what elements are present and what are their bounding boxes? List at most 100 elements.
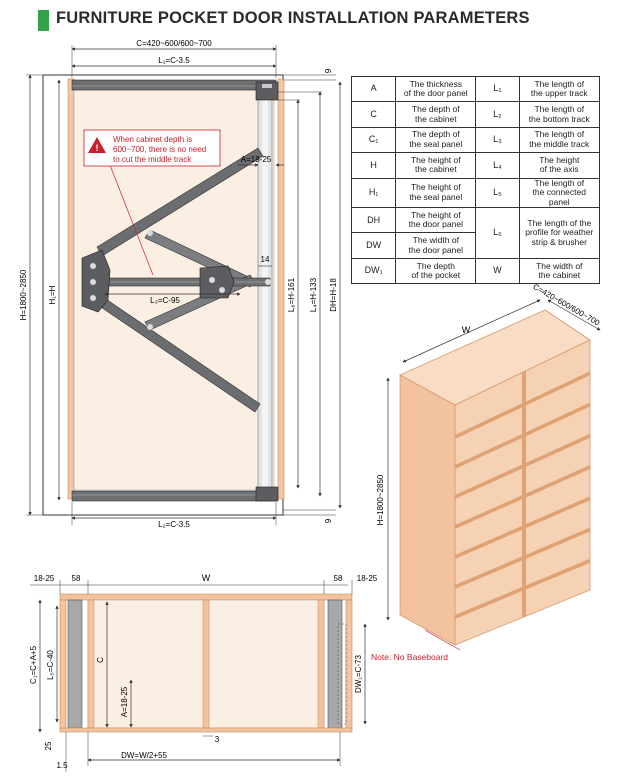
- cabinet-dim-c: C=420~600/600~700: [531, 282, 601, 328]
- dim-14: 14: [261, 255, 270, 264]
- param-text-line: The width of: [412, 235, 459, 246]
- left-door-leaf: [87, 599, 95, 729]
- dim-l1: L₁=C-3.5: [158, 56, 190, 65]
- right-door-leaf: [317, 599, 325, 729]
- param-symbol: C₁: [350, 126, 397, 154]
- param-text-line: of the axis: [539, 164, 579, 175]
- param-symbol: L₄: [475, 152, 520, 179]
- param-text-line: the cabinet: [415, 164, 457, 175]
- top-right-connector: [255, 81, 279, 101]
- top-view-bottom-board: [59, 727, 353, 733]
- param-symbol: H: [350, 152, 397, 179]
- top-dim-dw: DW=W/2+55: [121, 751, 167, 760]
- bottom-right-connector: [255, 486, 279, 502]
- param-text-line: of the pocket: [411, 270, 461, 281]
- dim-9-top: 9: [324, 68, 333, 73]
- param-text-line: The height: [539, 154, 580, 165]
- param-text-line: The thickness: [409, 78, 463, 89]
- param-symbol: H₁: [350, 177, 397, 209]
- param-symbol: L₅: [475, 177, 520, 209]
- cabinet-dim-w: W: [462, 325, 471, 335]
- top-view-right-panel: [345, 599, 353, 731]
- param-text-line: the bottom track: [528, 113, 590, 124]
- top-dim-l5: L₅=C-40: [46, 650, 55, 680]
- cabinet-shelf: [455, 527, 590, 589]
- warning-icon: [88, 137, 106, 153]
- param-symbol: C: [350, 101, 397, 128]
- page-title: FURNITURE POCKET DOOR INSTALLATION PARAM…: [56, 9, 530, 27]
- param-symbol: DW: [350, 232, 397, 259]
- front-door-panel: [73, 89, 275, 491]
- dim-h: H=1800~2850: [19, 269, 28, 320]
- top-view-interior: [87, 599, 325, 729]
- dim-l6: L₆=H-161: [287, 277, 296, 312]
- top-dim-right-58: 58: [334, 574, 343, 583]
- param-symbol: A: [350, 75, 397, 103]
- middle-track: [89, 277, 271, 287]
- vertical-profile: [257, 95, 273, 492]
- front-cabinet-outline: [42, 74, 284, 516]
- dim-l4: L₄=H-133: [309, 277, 318, 312]
- cabinet-shelves: [455, 370, 590, 619]
- front-side-panel-left: [67, 78, 75, 500]
- dim-h1: H₁=H: [48, 285, 57, 304]
- cabinet-shelf: [455, 558, 590, 619]
- param-symbol: L₆: [475, 207, 520, 259]
- param-text-line: the door panel: [408, 219, 463, 230]
- param-symbol: L₂: [475, 101, 520, 128]
- dim-l2: L₂=C-3.5: [158, 520, 190, 529]
- param-text-line: The width of: [536, 260, 583, 271]
- cabinet-shelf: [455, 402, 590, 469]
- cabinet-left-side: [399, 374, 456, 646]
- param-text-line: the seal panel: [409, 138, 463, 149]
- cabinet-note: Note: No Baseboard: [371, 652, 448, 662]
- param-symbol: DH: [350, 207, 397, 234]
- warning-callout-box: [83, 129, 221, 167]
- param-symbol: DW₁: [350, 257, 397, 285]
- upper-scissor-arm: [96, 147, 264, 257]
- warning-line-2: 600~700, there is no need: [113, 145, 206, 154]
- top-dim-right-1825: 18-25: [357, 574, 378, 583]
- dim-dh: DH=H-18: [329, 278, 338, 312]
- bottom-track: [71, 490, 277, 502]
- param-text-line: The depth of: [411, 104, 460, 115]
- top-dim-3: 3: [215, 735, 220, 744]
- param-text-line: the connected panel: [532, 187, 586, 207]
- param-text-line: strip & brusher: [531, 236, 587, 247]
- center-divider: [202, 599, 210, 729]
- param-text-line: The length of: [534, 104, 585, 115]
- param-text-line: The length of: [534, 177, 585, 188]
- warning-line-1: When cabinet depth is: [113, 135, 192, 144]
- top-dim-c: C: [96, 657, 105, 663]
- dim-9-bottom: 9: [324, 518, 333, 523]
- cabinet-front: [454, 339, 591, 646]
- param-text-line: The length of: [534, 129, 585, 140]
- right-pocket-track: [327, 599, 343, 729]
- param-text-line: The height of: [410, 154, 461, 165]
- cabinet-shelf: [455, 465, 590, 529]
- dim-a-front: A=18-25: [241, 155, 272, 164]
- upper-track: [71, 79, 277, 91]
- warning-line-3: to cut the middle track: [113, 155, 192, 164]
- header-accent-bar: [38, 10, 49, 31]
- cabinet-top: [399, 309, 591, 406]
- param-text-line: the door panel: [408, 244, 463, 255]
- param-text-line: The depth: [416, 260, 455, 271]
- top-dim-left-58: 58: [72, 574, 81, 583]
